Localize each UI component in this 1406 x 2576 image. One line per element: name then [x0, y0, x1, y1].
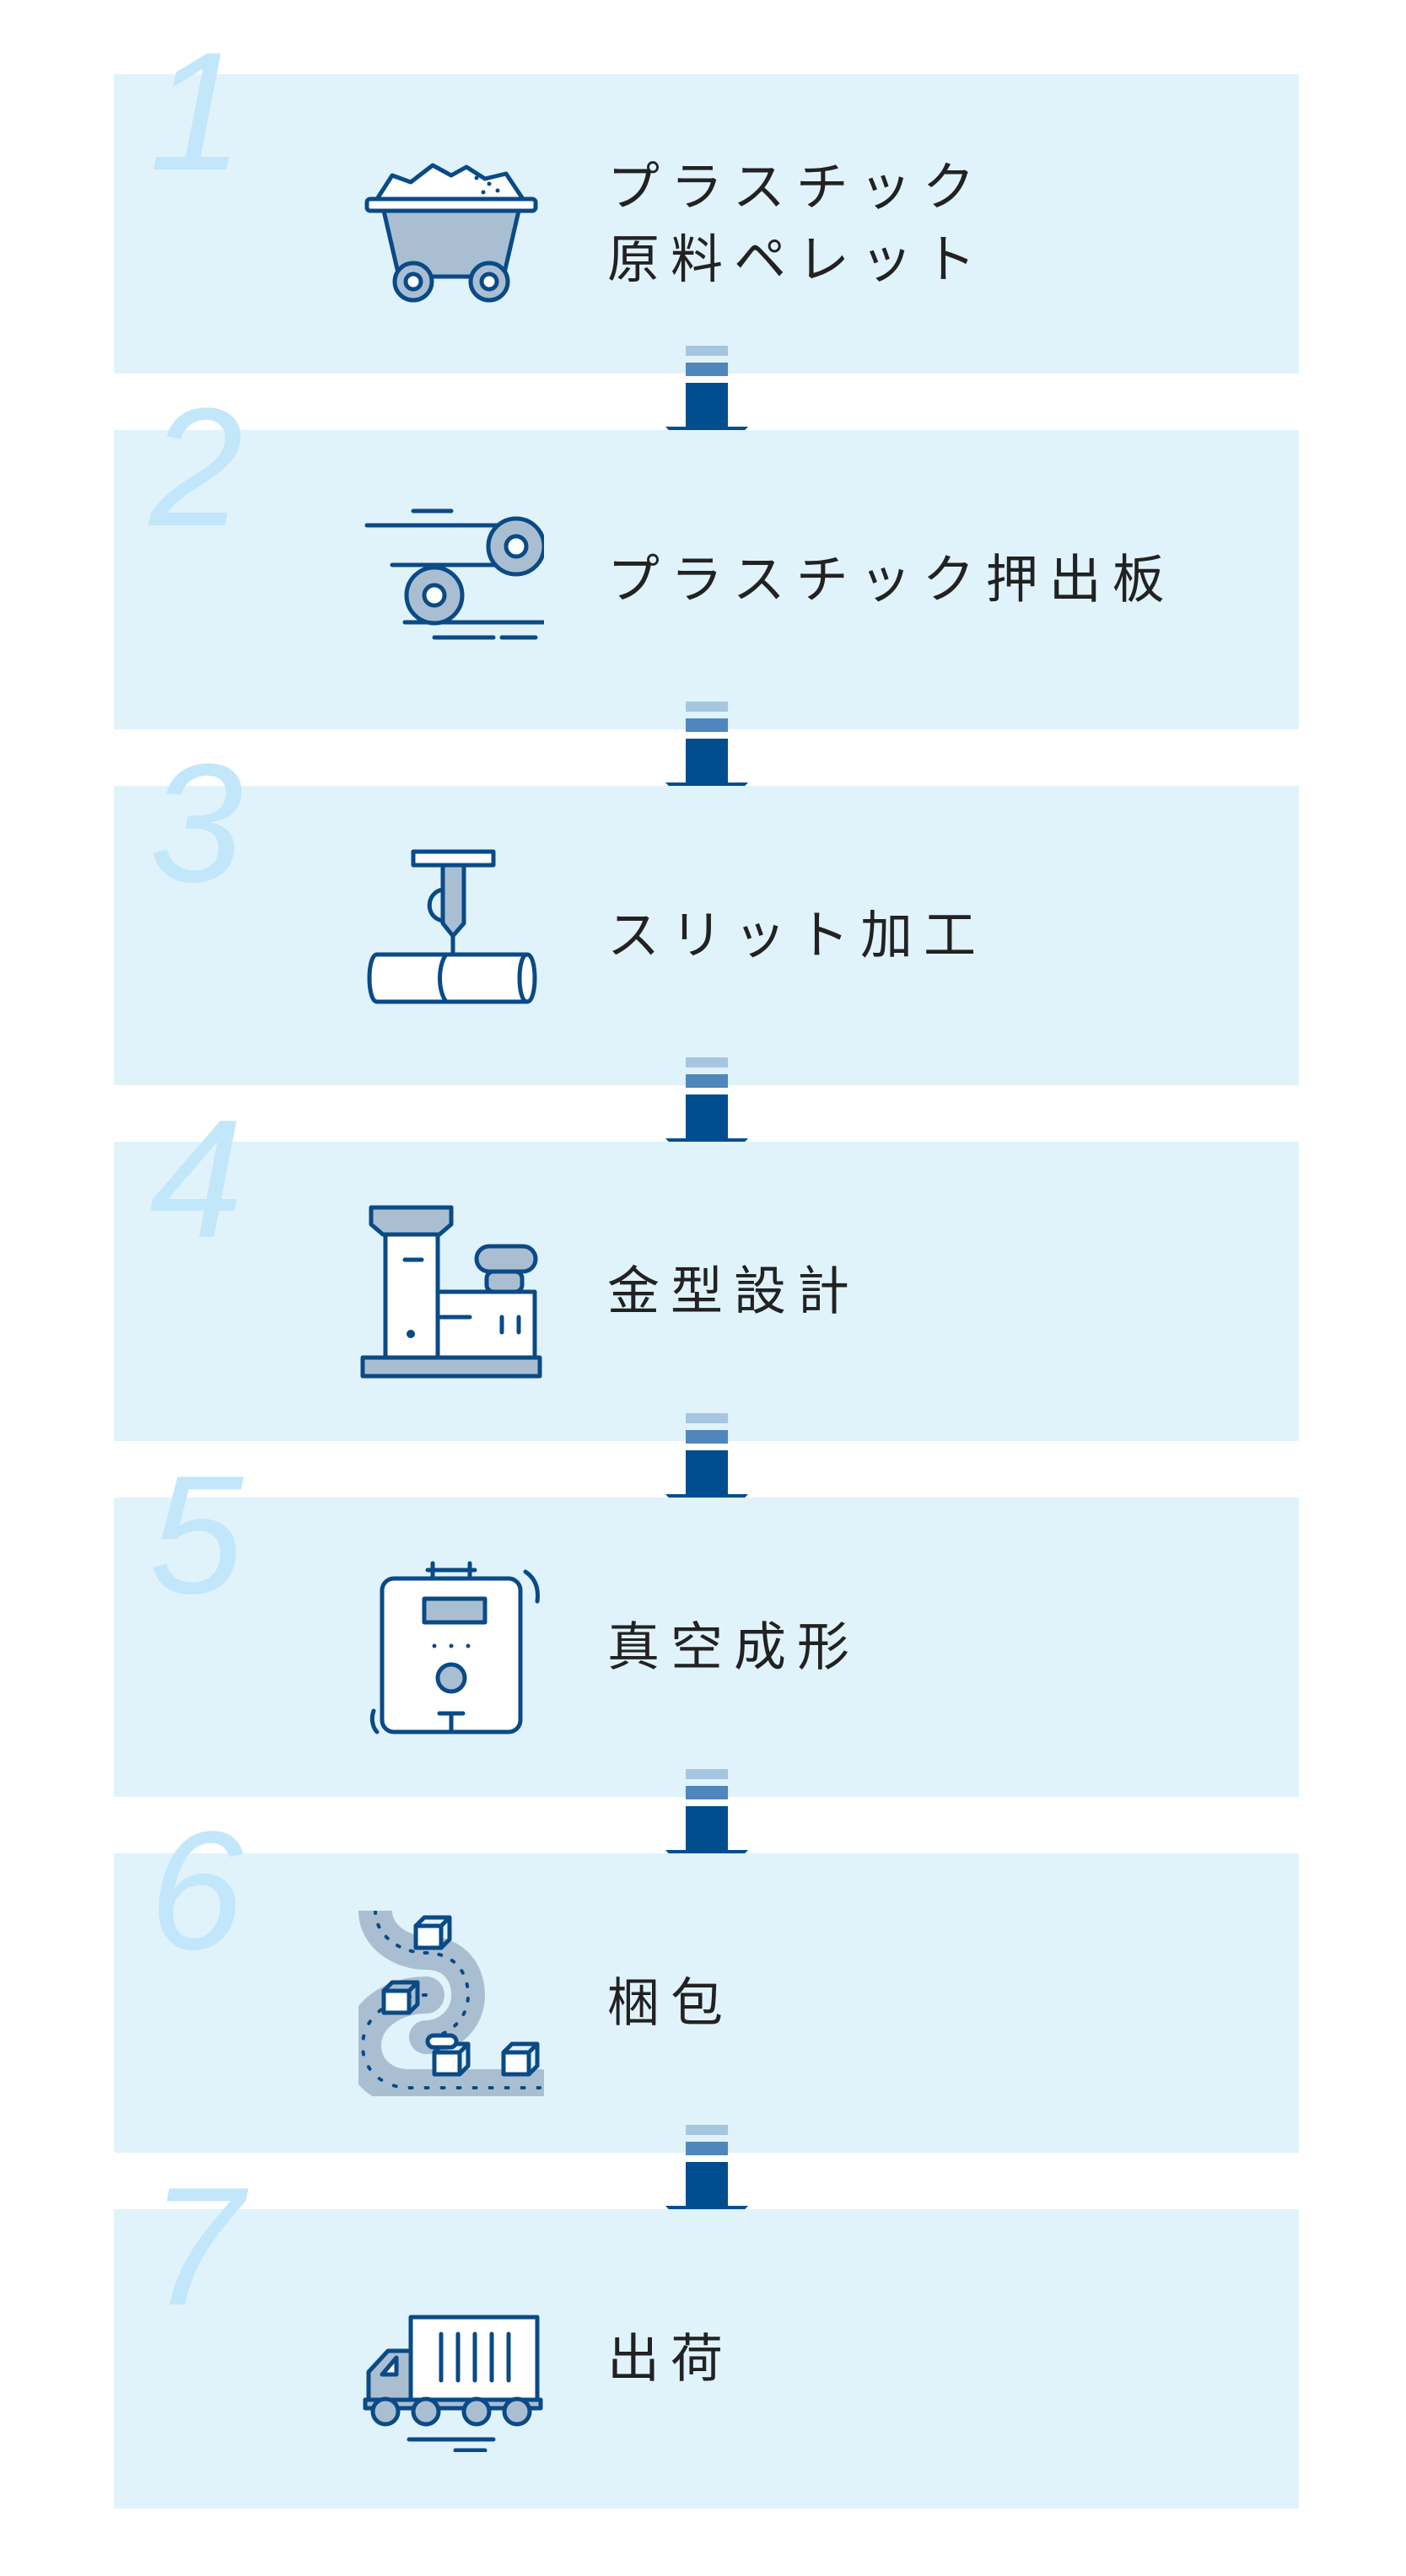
step-number: 7: [149, 2153, 244, 2341]
slitting-cutter-icon: [358, 843, 544, 1029]
step-label: スリット加工: [607, 904, 988, 966]
step-label: 真空成形: [607, 1616, 861, 1678]
step-number: 5: [149, 1441, 244, 1629]
vacuum-forming-machine-icon: [358, 1555, 544, 1740]
step-number: 4: [149, 1085, 244, 1273]
step-label: 出荷: [607, 2327, 735, 2390]
step-4: 4 金型設計: [114, 1095, 1299, 1441]
step-label: プラスチック 原料ペレット: [607, 155, 988, 291]
step-label: 梱包: [607, 1971, 735, 2034]
step-number: 1: [149, 18, 244, 206]
step-2: 2 プラスチック押出板: [114, 384, 1299, 729]
delivery-truck-icon: [358, 2267, 544, 2452]
step-label: 金型設計: [607, 1260, 861, 1322]
step-number: 2: [149, 374, 244, 562]
sheet-roll-icon: [358, 487, 544, 673]
step-3: 3 スリット加工: [114, 739, 1299, 1085]
step-number: 6: [149, 1797, 244, 1985]
step-1: 1 プラスチック 原料ペレット: [114, 28, 1299, 374]
step-number: 3: [149, 729, 244, 917]
conveyor-boxes-icon: [358, 1911, 544, 2096]
mine-cart-pellets-icon: [358, 132, 544, 317]
step-label: プラスチック押出板: [607, 548, 1176, 610]
mold-machine-icon: [358, 1199, 544, 1385]
step-6: 6 梱包: [114, 1807, 1299, 2153]
step-7: 7 出荷: [114, 2163, 1299, 2509]
step-5: 5 真空成形: [114, 1451, 1299, 1797]
